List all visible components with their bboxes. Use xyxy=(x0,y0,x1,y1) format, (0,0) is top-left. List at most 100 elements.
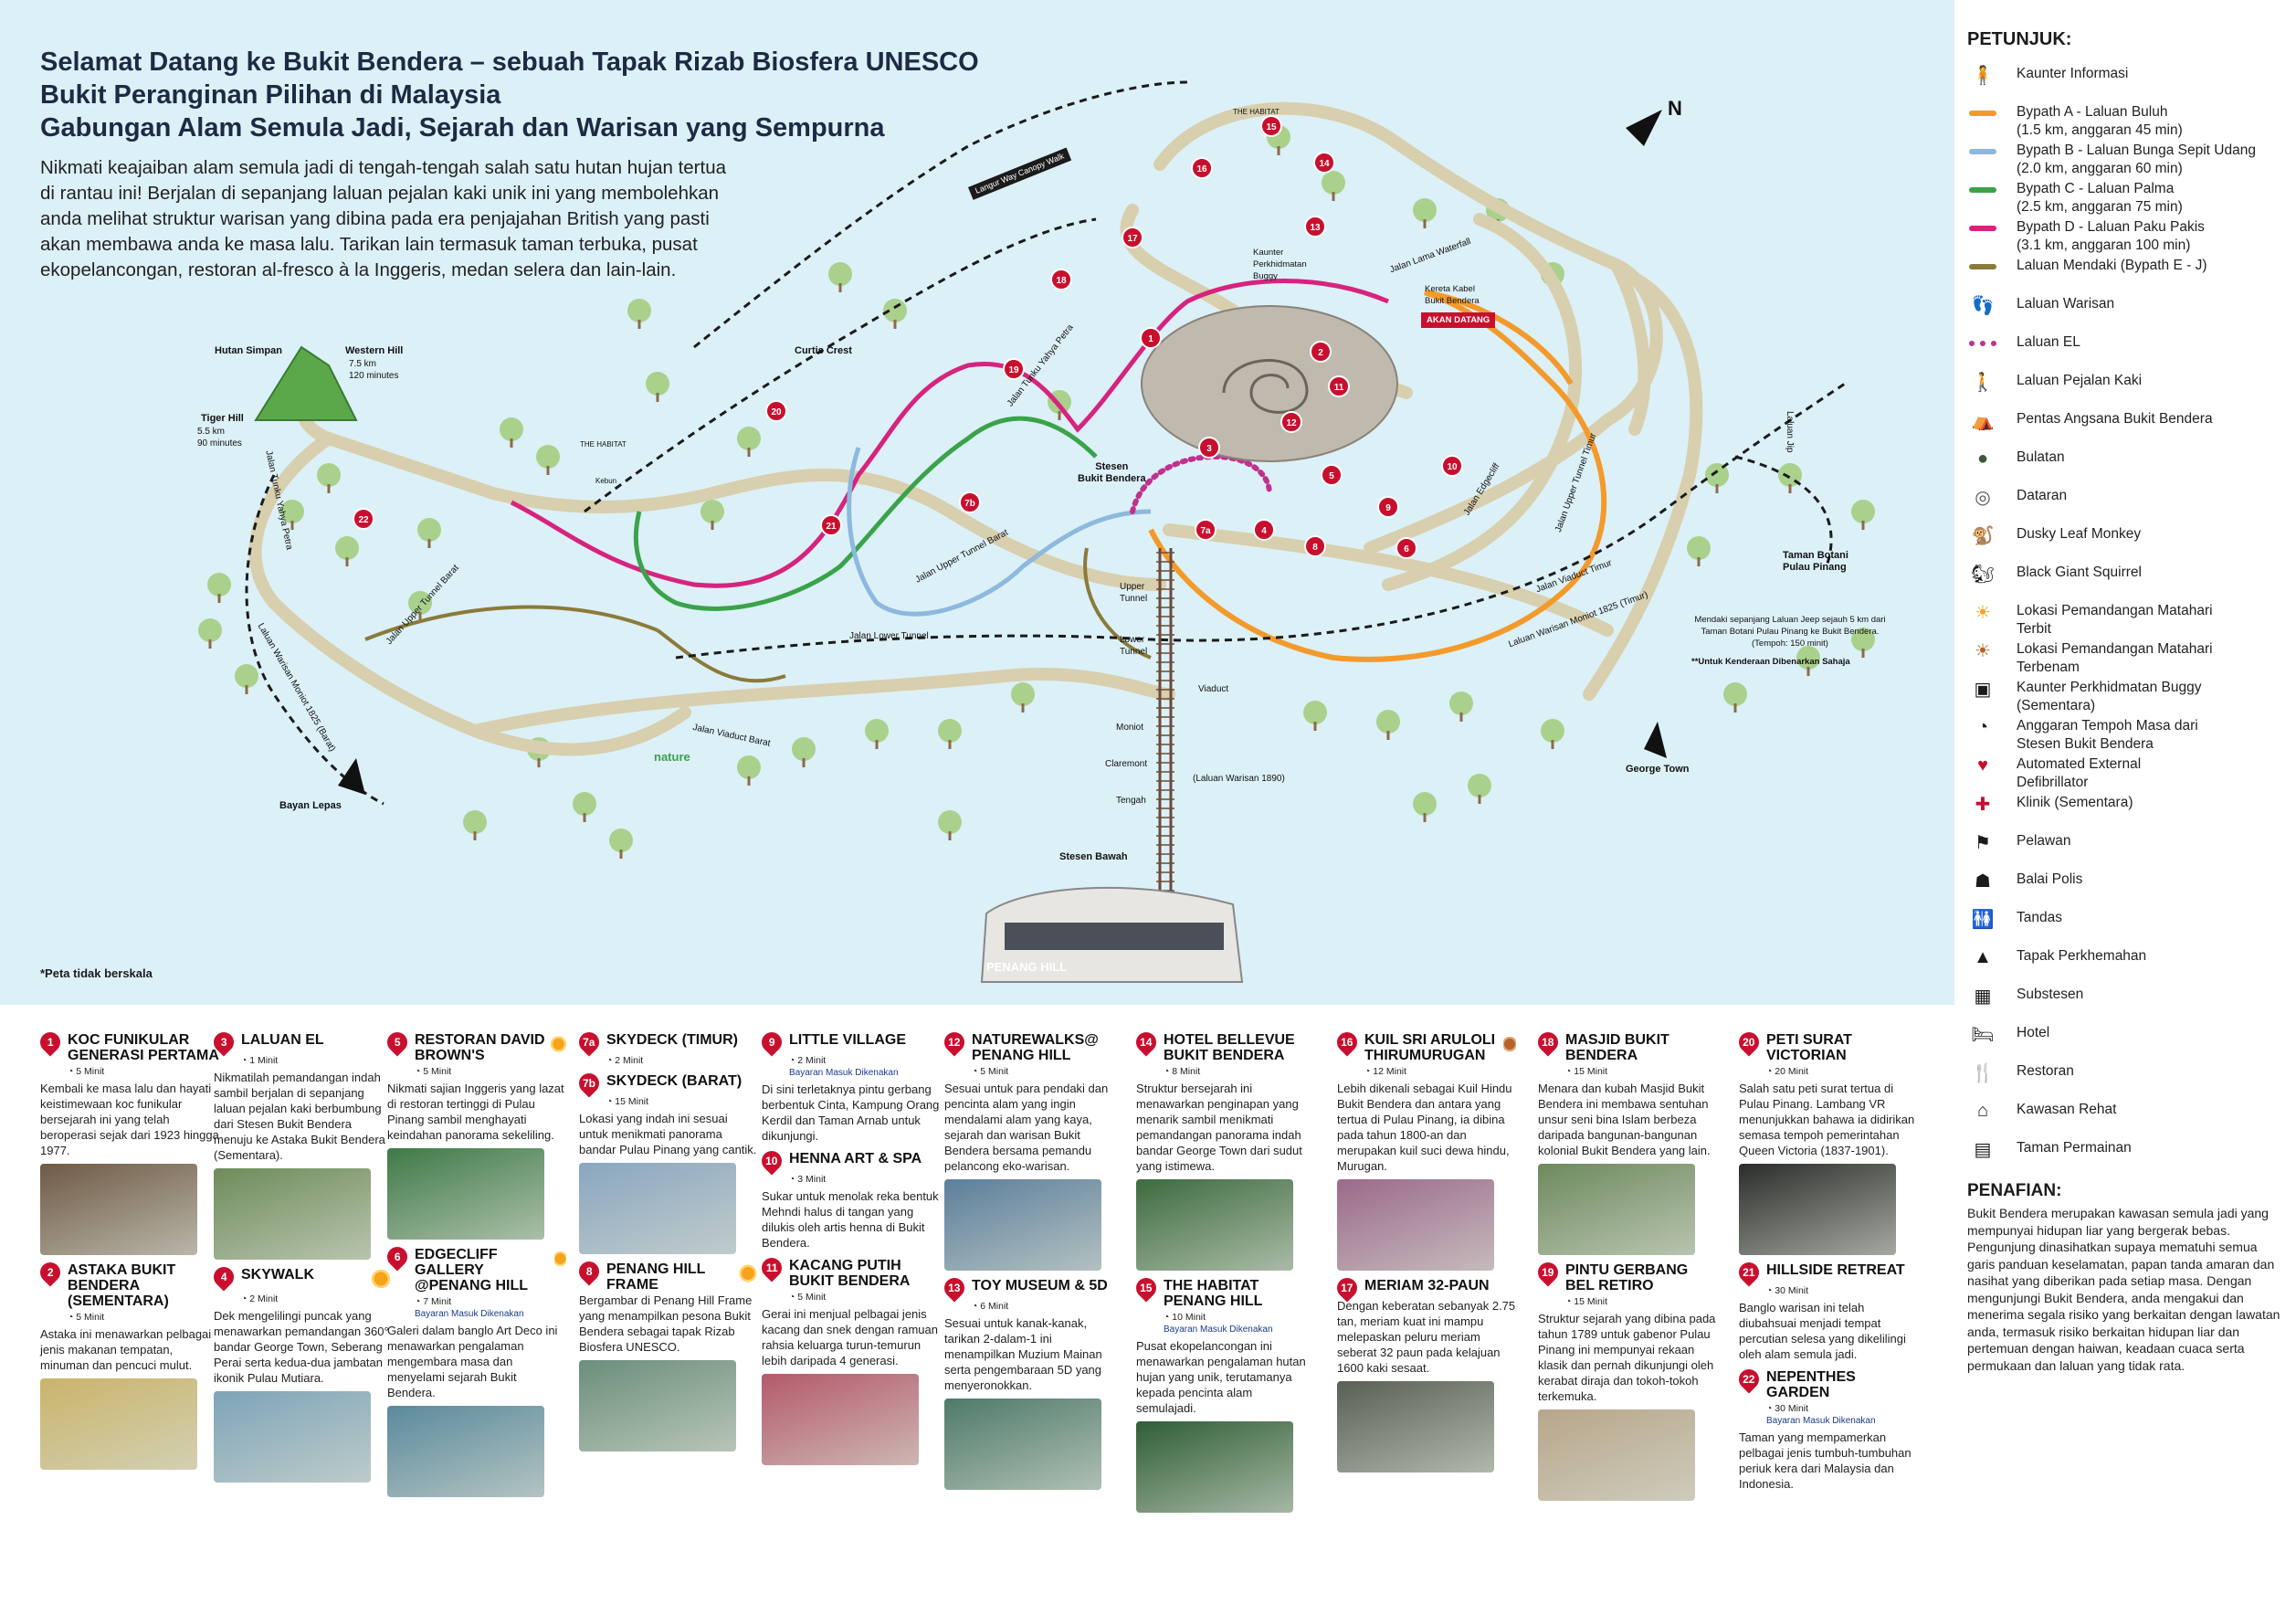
map-marker-1[interactable]: 1 xyxy=(1140,327,1162,349)
map-marker-7b[interactable]: 7b xyxy=(959,491,981,513)
map-marker-6[interactable]: 6 xyxy=(1396,537,1417,559)
legend-item-label: Substesen xyxy=(2017,987,2084,1002)
attraction-title: MERIAM 32-PAUN xyxy=(1364,1278,1490,1293)
legend-item: ☀Lokasi Pemandangan Matahari Terbit xyxy=(1967,600,2283,639)
map-marker-3[interactable]: 3 xyxy=(1198,437,1220,459)
attraction-number-badge: 2 xyxy=(36,1258,65,1287)
moniot-label: Moniot xyxy=(1116,723,1144,733)
attraction-photo xyxy=(1136,1179,1293,1271)
map-marker-number: 8 xyxy=(1312,543,1318,553)
map-marker-number: 7a xyxy=(1200,526,1211,536)
map-marker-10[interactable]: 10 xyxy=(1441,455,1463,477)
attraction-description: Taman yang mempamerkan pelbagai jenis tu… xyxy=(1739,1430,1912,1491)
map-marker-5[interactable]: 5 xyxy=(1321,464,1343,486)
hutan-simpan-label: Hutan Simpan xyxy=(215,345,282,356)
information-counter-icon: 🧍 xyxy=(1971,65,1995,86)
map-marker-14[interactable]: 14 xyxy=(1313,152,1335,174)
map-marker-21[interactable]: 21 xyxy=(820,514,842,536)
legend-item: ●Bulatan xyxy=(1967,447,2283,485)
map-marker-15[interactable]: 15 xyxy=(1260,115,1282,137)
attraction-number-badge: 22 xyxy=(1734,1365,1764,1394)
bypath-b-line xyxy=(847,447,1152,617)
map-marker-22[interactable]: 22 xyxy=(353,508,374,530)
map-marker-12[interactable]: 12 xyxy=(1280,411,1302,433)
tree xyxy=(1468,774,1491,797)
attraction-description: Sukar untuk menolak reka bentuk Mehndi h… xyxy=(762,1189,939,1250)
map-marker-13[interactable]: 13 xyxy=(1304,216,1326,238)
attraction-title: NEPENTHES GARDEN xyxy=(1766,1369,1856,1400)
path-c-line-icon xyxy=(1967,178,1998,202)
western-hill-label: Western Hill xyxy=(345,345,404,356)
legend-item: Bypath B - Laluan Bunga Sepit Udang (2.0… xyxy=(1967,140,2283,178)
tree xyxy=(1796,646,1820,670)
map-marker-7a[interactable]: 7a xyxy=(1195,519,1216,541)
legend-item: 🚶Laluan Pejalan Kaki xyxy=(1967,370,2283,408)
map-marker-8[interactable]: 8 xyxy=(1304,535,1326,557)
attraction-number-badge: 11 xyxy=(757,1253,786,1282)
map-marker-4[interactable]: 4 xyxy=(1253,519,1275,541)
legend-item-label: Tapak Perkhemahan xyxy=(2017,948,2147,964)
attraction-photo xyxy=(1337,1381,1494,1472)
clock-icon: ◔ xyxy=(1565,1296,1572,1307)
legend-item: ⌂Kawasan Rehat xyxy=(1967,1099,2283,1137)
map-marker-2[interactable]: 2 xyxy=(1310,341,1332,363)
tree xyxy=(792,737,816,761)
tree xyxy=(1851,500,1875,523)
legend-item: 🐒Dusky Leaf Monkey xyxy=(1967,523,2283,562)
map-marker-number: 9 xyxy=(1385,503,1391,513)
map-marker-19[interactable]: 19 xyxy=(1003,358,1025,380)
legend-item: ▦Substesen xyxy=(1967,984,2283,1022)
map-marker-18[interactable]: 18 xyxy=(1050,269,1072,290)
plaza-icon: ◎ xyxy=(1975,487,1991,508)
attraction-title: RESTORAN DAVID BROWN'S xyxy=(415,1032,545,1063)
lower-tunnel-label: Lower Tunnel xyxy=(1120,635,1148,657)
tree xyxy=(1322,171,1345,195)
map-marker-16[interactable]: 16 xyxy=(1191,157,1213,179)
upper-tunnel-label: Upper Tunnel xyxy=(1120,582,1148,604)
tree xyxy=(1723,682,1747,706)
tree xyxy=(1376,710,1400,734)
map-marker-number: 7b xyxy=(964,499,975,509)
attraction-description: Menara dan kubah Masjid Bukit Bendera in… xyxy=(1538,1082,1711,1157)
hutan-simpan-hill xyxy=(254,345,358,421)
legend-item-label: Laluan Mendaki (Bypath E - J) xyxy=(2017,258,2207,273)
map-marker-number: 6 xyxy=(1404,544,1409,554)
map-marker-9[interactable]: 9 xyxy=(1377,496,1399,518)
attraction-title: SKYWALK xyxy=(241,1267,314,1282)
attraction-time: ◔ 6 Minit xyxy=(972,1301,1009,1312)
map-marker-20[interactable]: 20 xyxy=(765,400,787,422)
legend-item-label: Bypath C - Laluan Palma (2.5 km, anggara… xyxy=(2017,181,2183,215)
legend-item-label: Kawasan Rehat xyxy=(2017,1102,2117,1117)
attraction-description: Banglo warisan ini telah diubahsuai menj… xyxy=(1739,1301,1906,1361)
map-marker-17[interactable]: 17 xyxy=(1122,227,1143,248)
legend-item-label: Pelawan xyxy=(2017,833,2071,849)
attraction-title: KOC FUNIKULAR GENERASI PERTAMA xyxy=(68,1032,219,1063)
map-marker-11[interactable]: 11 xyxy=(1328,375,1350,397)
